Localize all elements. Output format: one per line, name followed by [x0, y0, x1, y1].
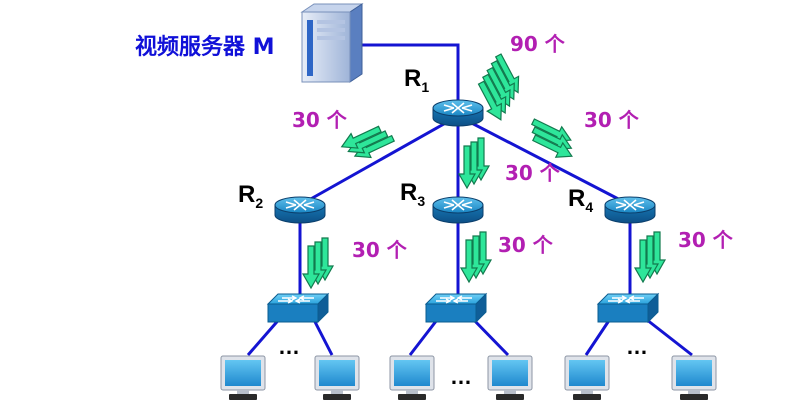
- flow-arrows-r1-r2: [338, 118, 396, 166]
- link-r1-r4: [457, 114, 631, 207]
- switch-r3-icon: [425, 293, 487, 323]
- link-server-r1: [362, 43, 460, 108]
- flow-count-r1-r3: 30 个: [505, 161, 561, 185]
- switch-r4-icon: [597, 293, 659, 323]
- flow-arrows-r4-switch: [635, 232, 665, 282]
- flow-count-r2-switch: 30 个: [352, 238, 408, 262]
- flow-count-server-r1: 90 个: [510, 32, 566, 56]
- router-r4-label: R4: [568, 185, 593, 215]
- router-r2-icon: [274, 196, 326, 224]
- ellipsis-r2: …: [278, 334, 300, 359]
- computer-icon: [671, 355, 717, 401]
- router-r1-icon: [432, 99, 484, 127]
- server-label: 视频服务器 M: [135, 34, 275, 60]
- flow-count-r1-r2: 30 个: [292, 108, 348, 132]
- flow-arrows-r1-r4: [523, 115, 581, 164]
- router-r2-label: R2: [238, 181, 263, 211]
- computer-icon: [564, 355, 610, 401]
- link-r1-r2: [299, 114, 459, 207]
- flow-arrows-r2-switch: [303, 238, 333, 288]
- flow-arrows-r3-switch: [461, 232, 491, 282]
- link-sw4-pc2: [641, 314, 693, 357]
- flow-count-r3-switch: 30 个: [498, 233, 554, 257]
- computer-icon: [389, 355, 435, 401]
- switch-r2-icon: [267, 293, 329, 323]
- router-r4-icon: [604, 196, 656, 224]
- computer-icon: [314, 355, 360, 401]
- router-r3-label: R3: [400, 179, 425, 209]
- router-r1-label: R1: [404, 65, 429, 95]
- flow-count-r4-switch: 30 个: [678, 228, 734, 252]
- flow-count-r1-r4: 30 个: [584, 108, 640, 132]
- ellipsis-r4: …: [626, 334, 648, 359]
- video-server-icon: [300, 3, 364, 83]
- router-r3-icon: [432, 196, 484, 224]
- ellipsis-r3: …: [450, 364, 472, 389]
- computer-icon: [220, 355, 266, 401]
- flow-arrows-r1-r3: [459, 138, 489, 188]
- computer-icon: [487, 355, 533, 401]
